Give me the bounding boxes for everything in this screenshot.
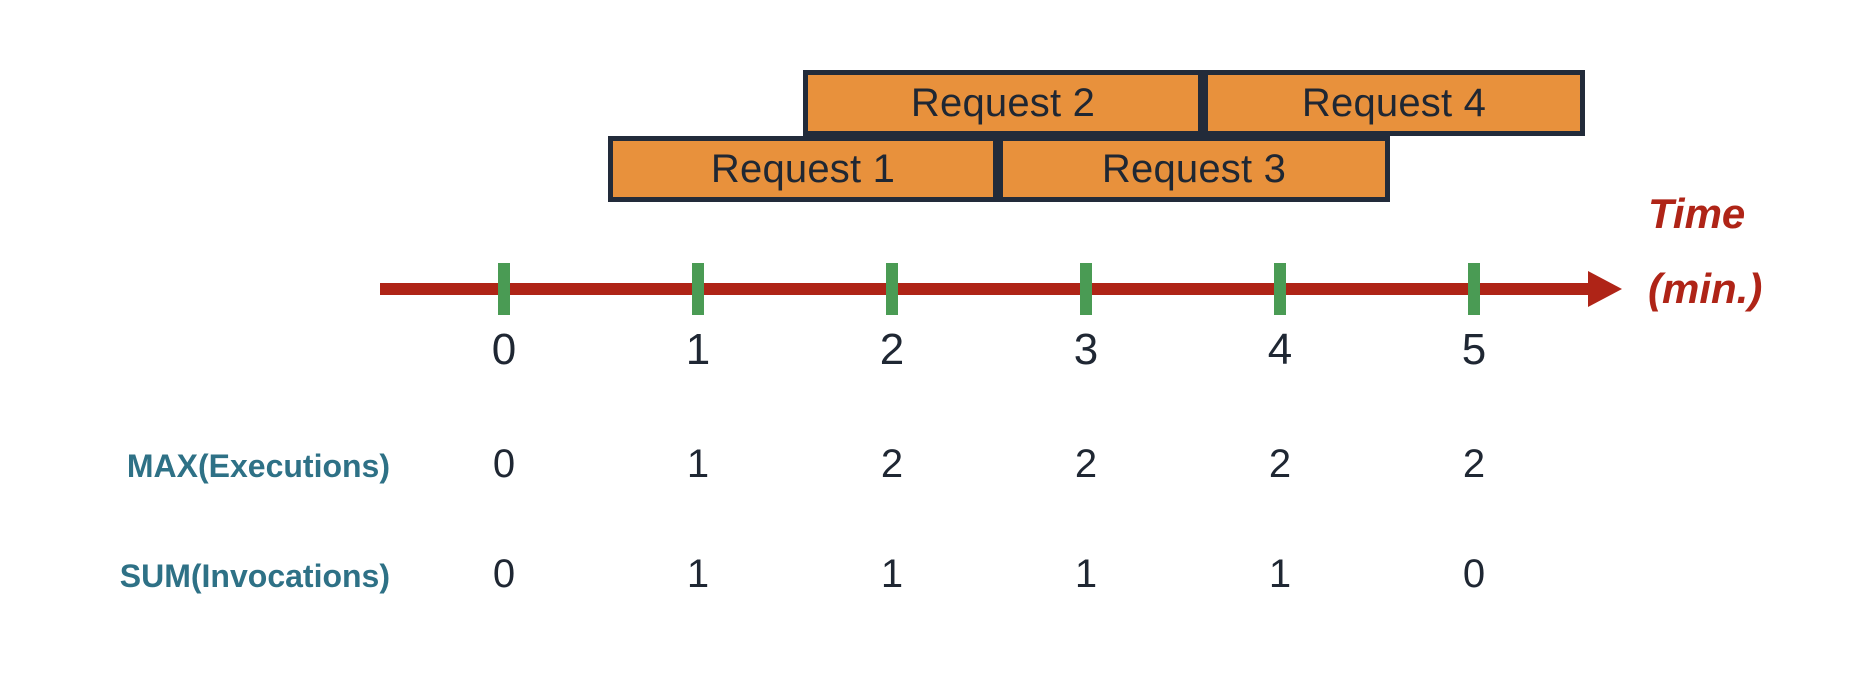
metric-value-sum-3: 1 bbox=[1074, 552, 1098, 596]
axis-label-1: 1 bbox=[685, 325, 711, 374]
metric-value-sum-1: 1 bbox=[686, 552, 710, 596]
axis-label-3: 3 bbox=[1073, 325, 1099, 374]
request-bar-label: Request 2 bbox=[910, 80, 1096, 125]
metric-label-max-executions: MAX(Executions) bbox=[126, 448, 390, 484]
time-axis-line bbox=[380, 283, 1595, 295]
axis-label-0: 0 bbox=[491, 325, 517, 374]
axis-label-2: 2 bbox=[879, 325, 905, 374]
metric-value-max-1: 1 bbox=[686, 442, 710, 486]
axis-label-5: 5 bbox=[1461, 325, 1487, 374]
request-bar-request-2: Request 2 bbox=[803, 70, 1203, 136]
time-axis-caption-line2: (min.) bbox=[1648, 265, 1763, 312]
axis-tick-3 bbox=[1080, 263, 1092, 315]
request-bar-label: Request 4 bbox=[1301, 80, 1487, 125]
request-bar-request-4: Request 4 bbox=[1203, 70, 1585, 136]
request-bar-label: Request 1 bbox=[710, 146, 896, 191]
metric-value-max-0: 0 bbox=[492, 442, 516, 486]
axis-label-4: 4 bbox=[1267, 325, 1293, 374]
axis-tick-1 bbox=[692, 263, 704, 315]
metric-value-sum-0: 0 bbox=[492, 552, 516, 596]
request-bar-label: Request 3 bbox=[1101, 146, 1287, 191]
metric-label-sum-invocations: SUM(Invocations) bbox=[119, 558, 390, 594]
request-bar-request-3: Request 3 bbox=[998, 136, 1390, 202]
metric-value-sum-4: 1 bbox=[1268, 552, 1292, 596]
axis-tick-2 bbox=[886, 263, 898, 315]
request-bar-request-1: Request 1 bbox=[608, 136, 998, 202]
metric-value-max-3: 2 bbox=[1074, 442, 1098, 486]
metric-value-max-5: 2 bbox=[1462, 442, 1486, 486]
metric-value-max-4: 2 bbox=[1268, 442, 1292, 486]
time-axis-caption-line1: Time bbox=[1648, 190, 1746, 237]
axis-tick-4 bbox=[1274, 263, 1286, 315]
metric-value-max-2: 2 bbox=[880, 442, 904, 486]
axis-tick-0 bbox=[498, 263, 510, 315]
metric-value-sum-5: 0 bbox=[1462, 552, 1486, 596]
metric-value-sum-2: 1 bbox=[880, 552, 904, 596]
time-axis-arrow-icon bbox=[1588, 271, 1622, 307]
axis-tick-5 bbox=[1468, 263, 1480, 315]
